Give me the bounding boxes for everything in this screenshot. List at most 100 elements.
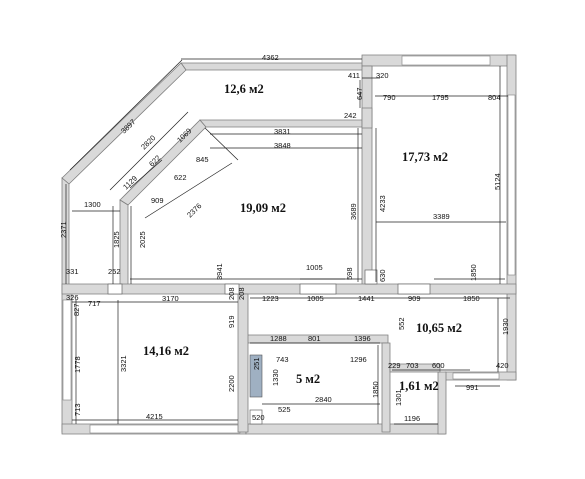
- dim-label: 1288: [270, 334, 287, 343]
- dim-label: 2200: [227, 375, 236, 392]
- door-bath: [249, 409, 263, 425]
- door-closet: [107, 283, 123, 295]
- window-bottom: [89, 424, 241, 434]
- dim-label: 3170: [162, 294, 179, 303]
- dim-label: 1301: [394, 389, 403, 406]
- dim-label: 3831: [274, 127, 291, 136]
- wall-top-left: [180, 62, 373, 71]
- outer-walls: [61, 54, 517, 435]
- dim-label: 1778: [73, 356, 82, 373]
- wall-closet: [119, 199, 129, 286]
- dim-label: 1795: [432, 93, 449, 102]
- wall-bath-right: [381, 342, 391, 433]
- dim-label: 827: [72, 303, 81, 316]
- wall-bath-left: [237, 293, 249, 433]
- dim-label: 326: [66, 293, 79, 302]
- dim-label: 1223: [262, 294, 279, 303]
- dim-label: 600: [432, 361, 445, 370]
- dim-label: 804: [488, 93, 501, 102]
- room-area-living: 19,09 м2: [240, 201, 286, 215]
- dim-label: 909: [151, 196, 164, 205]
- dim-label: 3848: [274, 141, 291, 150]
- dim-label: 3389: [433, 212, 450, 221]
- room-area-labels: 12,6 м2 17,73 м2 19,09 м2 14,16 м2 10,65…: [143, 82, 462, 393]
- door-right-room: [364, 269, 378, 285]
- dim-label: 3321: [119, 355, 128, 372]
- dim-label: 1441: [358, 294, 375, 303]
- wall-wc-right: [437, 371, 447, 435]
- room-area-wc: 1,61 м2: [399, 379, 439, 393]
- room-area-bedroom-right: 17,73 м2: [402, 150, 448, 164]
- dim-label: 647: [355, 87, 364, 100]
- dim-label: 717: [88, 299, 101, 308]
- dim-label: 801: [308, 334, 321, 343]
- dim-label: 525: [278, 405, 291, 414]
- dim-label: 252: [108, 267, 121, 276]
- dim-label: 1005: [307, 294, 324, 303]
- room-area-living-top: 12,6 м2: [224, 82, 264, 96]
- dim-label: 703: [406, 361, 419, 370]
- window-left: [62, 299, 72, 401]
- bathtub-panel: [249, 354, 263, 398]
- wall-middle-horizontal: [61, 283, 517, 295]
- window-wc: [452, 372, 500, 380]
- dim-label: 1930: [501, 318, 510, 335]
- room-area-kitchen: 10,65 м2: [416, 321, 462, 335]
- dim-label: 1850: [371, 381, 380, 398]
- dim-label: 3941: [215, 263, 224, 280]
- dim-label: 208: [227, 287, 236, 300]
- dim-label: 991: [466, 383, 479, 392]
- dim-label: 3689: [349, 203, 358, 220]
- dim-label: 743: [276, 355, 289, 364]
- room-area-bedroom-left: 14,16 м2: [143, 344, 189, 358]
- dim-label: 1300: [84, 200, 101, 209]
- dim-label: 2371: [59, 221, 68, 238]
- dim-label: 2820: [139, 133, 157, 151]
- dim-label: 845: [196, 155, 209, 164]
- dim-label: 1850: [469, 264, 478, 281]
- dim-label: 1825: [112, 231, 121, 248]
- dim-label: 420: [496, 361, 509, 370]
- dim-label: 622: [174, 173, 187, 182]
- dim-label: 4215: [146, 412, 163, 421]
- wall-living-top: [199, 119, 371, 128]
- dim-label: 251: [252, 357, 261, 370]
- window-right: [507, 94, 516, 276]
- window-top-right: [401, 55, 491, 66]
- dim-label: 1396: [354, 334, 371, 343]
- dim-label: 331: [66, 267, 79, 276]
- dim-label: 411: [348, 71, 360, 80]
- dim-label: 5124: [493, 173, 502, 190]
- dim-label: 520: [252, 413, 265, 422]
- dim-label: 320: [376, 71, 389, 80]
- dim-label: 208: [237, 287, 246, 300]
- dim-label: 1330: [271, 369, 280, 386]
- door-bedroom: [224, 283, 240, 295]
- dim-label: 1296: [350, 355, 367, 364]
- dim-label: 2376: [185, 201, 203, 219]
- dim-label: 2840: [315, 395, 332, 404]
- room-area-bathroom: 5 м2: [296, 372, 320, 386]
- dim-label: 1005: [306, 263, 323, 272]
- dim-label: 909: [408, 294, 421, 303]
- dim-label: 919: [227, 315, 236, 328]
- dim-label: 598: [345, 267, 354, 280]
- dim-label: 229: [388, 361, 401, 370]
- wall-bottom-mid: [245, 423, 446, 435]
- dim-label: 1850: [463, 294, 480, 303]
- dim-label: 630: [378, 269, 387, 282]
- doors: [107, 269, 431, 425]
- dim-label: 242: [344, 111, 357, 120]
- dimension-lines: [65, 58, 510, 425]
- dim-label: 2025: [138, 231, 147, 248]
- dim-label: 713: [73, 403, 82, 416]
- dim-label: 4362: [262, 53, 279, 62]
- door-kitchen: [397, 283, 431, 295]
- dim-label: 790: [383, 93, 396, 102]
- dim-label: 1196: [404, 414, 420, 423]
- dim-label: 552: [397, 317, 406, 330]
- door-corridor: [299, 283, 337, 295]
- dim-label: 4233: [378, 195, 387, 212]
